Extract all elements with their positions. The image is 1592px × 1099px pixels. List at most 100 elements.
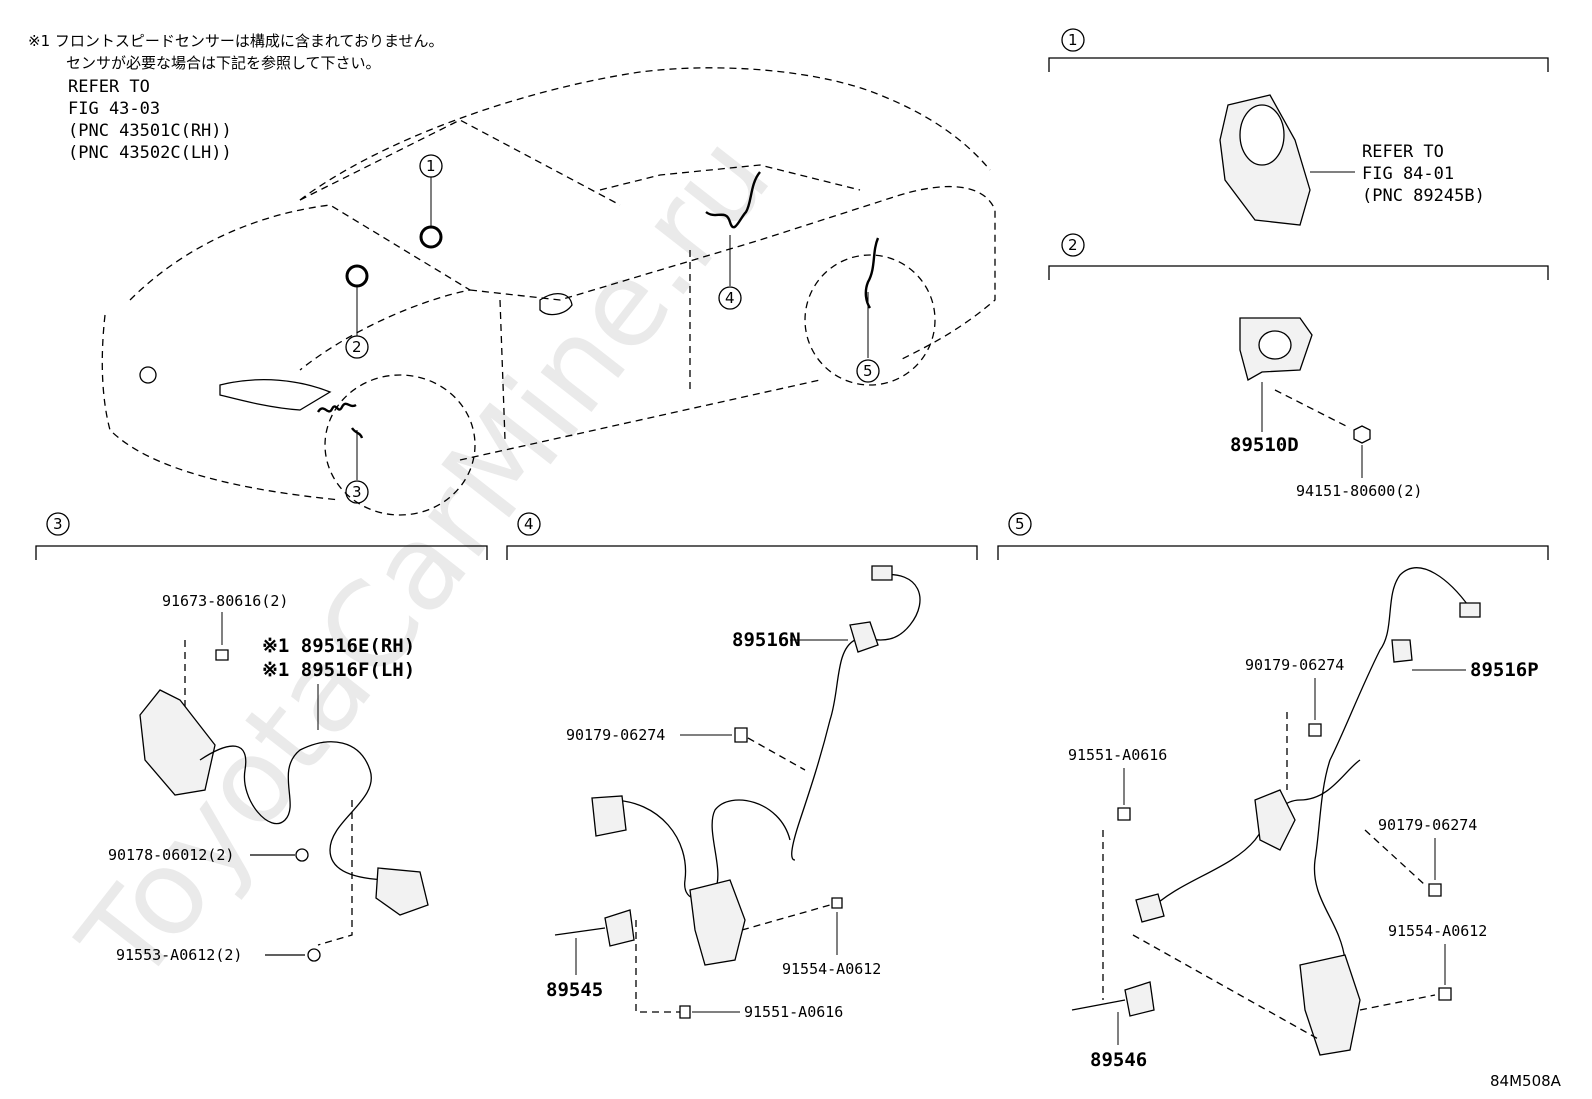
section-2-nut [1353,425,1371,444]
section-4-dash-guides [635,904,831,1013]
section-5-harness-lower [1149,759,1361,911]
section-5-clip-top-label: 90179-06274 [1245,656,1344,674]
section-5-sensor-label: 89546 [1090,1049,1147,1071]
section-1-number: 1 [1068,31,1078,49]
section-3-sensor-lh-label: ※1 89516F(LH) [262,659,415,681]
section-4-left-connector [591,795,627,837]
section-3-clip [295,848,309,862]
car-roof-line [299,67,991,201]
mirror [539,293,573,316]
harness-squiggle-rear-door [705,171,761,229]
car-hood-line [129,204,472,371]
section-3-bracket [35,545,488,560]
section-2-number: 2 [1068,236,1078,254]
note-line-6: (PNC 43502C(LH)) [68,143,232,163]
car-front-line [101,314,341,501]
rear-wheel [804,254,936,386]
section-3-connector [375,867,429,916]
section-4-top-connector [871,565,893,581]
section-2-nut-label: 94151-80600(2) [1296,482,1422,500]
section-3-bolt-top [215,649,229,661]
section-2-leader-nut [1274,389,1351,429]
section-5-clip-body [1391,639,1413,663]
note-line-3: REFER TO [68,77,150,97]
car-callouts: 1 2 3 4 5 [345,154,880,504]
harness-squiggle-rear-wheel [864,237,880,309]
section-4-bolt-bottom-label: 91551-A0616 [744,1003,843,1021]
section-1-ref-line-2: FIG 84-01 [1362,164,1454,184]
car-callout-5: 5 [863,362,873,380]
section-4-clip-body [849,621,879,653]
note-line-4: FIG 43-03 [68,99,160,119]
section-4-bolt-bottom [679,1005,691,1019]
section-3-bolt-bottom-label: 91553-A0612(2) [116,946,242,964]
section-3-clip-label: 90178-06012(2) [108,846,234,864]
section-5-bracket [997,545,1549,560]
car-callout-4: 4 [725,289,735,307]
section-4: 4 89516N 90179-06274 89545 91554-A0612 9… [506,512,978,1021]
car-callout-3: 3 [352,483,362,501]
note-line-5: (PNC 43501C(RH)) [68,121,232,141]
section-1-sensor-ring [1239,104,1285,166]
section-3-sensor-rh-label: ※1 89516E(RH) [262,635,415,657]
section-5-bolt-right-label: 91554-A0612 [1388,922,1487,940]
section-5-bracket-part [1254,789,1296,851]
section-3-harness [199,741,396,881]
section-2-bracket [1048,265,1549,280]
note-line-1: ※1 フロントスピードセンサーは構成に含まれておりません。 [28,32,444,50]
section-4-harness-upper [791,573,921,861]
section-4-harness-lower [609,799,791,900]
section-5-left-connector [1135,893,1165,923]
marker-circle-2 [345,264,369,288]
section-4-harness-label: 89516N [732,629,801,651]
section-4-clip [734,727,748,743]
section-5-sensor-rod [1071,999,1126,1011]
section-3-bracket-part [139,689,216,796]
emblem [139,366,157,384]
section-4-sensor-label: 89545 [546,979,603,1001]
section-2: 2 89510D 94151-80600(2) [1048,233,1549,500]
section-1-bracket [1048,57,1549,72]
section-5-clip-right-label: 90179-06274 [1378,816,1477,834]
section-1: 1 REFER TO FIG 84-01 (PNC 89245B) [1048,28,1549,226]
car-callout-1: 1 [426,157,436,175]
note-line-2: センサが必要な場合は下記を参照して下さい。 [66,54,381,72]
section-5-number: 5 [1015,515,1025,533]
section-5-clip-top [1308,723,1322,737]
section-4-bolt-right-label: 91554-A0612 [782,960,881,978]
section-2-sensor-lens [1258,330,1292,360]
car-side-line [469,185,996,361]
section-5-clip-right [1428,883,1442,897]
section-4-number: 4 [524,515,534,533]
section-5-lower-bracket [1299,954,1361,1056]
section-3: 3 91673-80616(2) ※1 89516E(RH) ※1 89516F… [35,512,488,964]
section-5-bolt-left-label: 91551-A0616 [1068,746,1167,764]
section-3-bolt-top-label: 91673-80616(2) [162,592,288,610]
section-4-sensor-head [604,909,635,947]
section-5-harness-upper [1313,567,1471,961]
section-1-ref-line-1: REFER TO [1362,142,1444,162]
section-5: 5 89516P 90179-06274 91551-A0616 90179-0… [997,512,1549,1071]
front-wheel [324,374,476,516]
section-4-bolt-right [831,897,843,909]
section-5-bolt-right [1438,987,1452,1001]
section-5-dash-sensor [1132,934,1321,1041]
section-5-dash-bolt-right [1359,994,1436,1011]
car-illustration [101,67,996,516]
section-4-sensor-rod [554,927,606,936]
headlight [219,379,332,411]
section-5-sensor-head [1124,981,1155,1017]
section-5-bolt-left [1117,807,1131,821]
harness-squiggle-front [316,402,364,439]
section-3-bolt-bottom [307,948,321,962]
callout-leaders [356,177,869,480]
figure-code: 84M508A [1490,1072,1562,1090]
section-5-harness-label: 89516P [1470,659,1539,681]
section-2-sensor-label: 89510D [1230,434,1299,456]
note-block: ※1 フロントスピードセンサーは構成に含まれておりません。 センサが必要な場合は… [28,32,444,163]
section-1-ref-line-3: (PNC 89245B) [1362,186,1485,206]
section-4-clip-label: 90179-06274 [566,726,665,744]
section-4-clip-dash [747,737,806,771]
car-windshield-line [299,119,621,206]
